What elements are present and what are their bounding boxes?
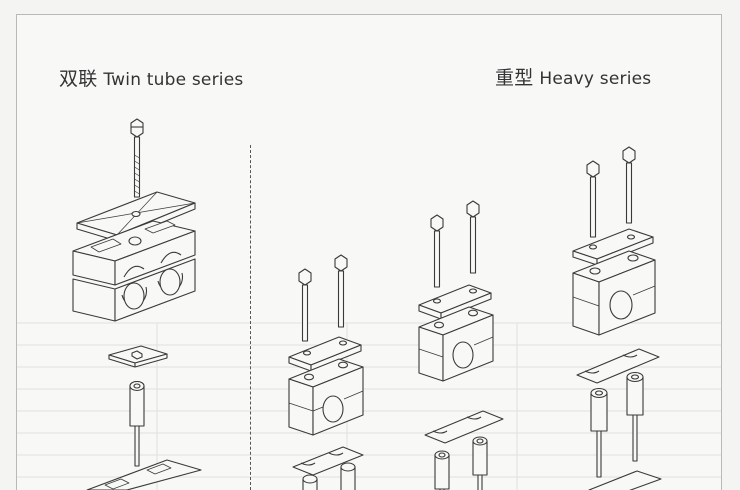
twin-stud (129, 380, 145, 467)
heavy-medium-bolt-right (466, 200, 480, 274)
heavy-clamp-small (288, 254, 364, 490)
twin-bolt (130, 118, 144, 198)
heavy-series-title-en: Heavy series (539, 69, 652, 89)
section-divider (250, 145, 251, 490)
heavy-small-weld-plate (292, 446, 364, 476)
twin-series-title-cn: 双联 (59, 68, 98, 90)
heavy-large-bolt-right (622, 146, 636, 224)
heavy-medium-bolt-left (430, 214, 444, 288)
heavy-large-lower-block (588, 470, 662, 490)
heavy-large-studs (590, 371, 644, 478)
heavy-medium-cover (418, 284, 492, 320)
twin-bottom-block (72, 258, 196, 322)
heavy-small-bolt-left (298, 268, 312, 342)
heavy-large-bolt-left (586, 160, 600, 238)
heavy-medium-studs (434, 436, 488, 490)
clamp-drawings (72, 118, 662, 490)
twin-series-title-en: Twin tube series (103, 70, 244, 90)
heavy-medium-weld-plate (424, 410, 504, 444)
heavy-series-title-cn: 重型 (495, 67, 534, 89)
heavy-small-block (288, 358, 364, 436)
heavy-large-block (572, 250, 656, 336)
heavy-small-bolt-right (334, 254, 348, 328)
twin-lower-block (86, 459, 202, 490)
heavy-clamp-large (572, 146, 662, 490)
twin-clamp-assembly (72, 118, 202, 490)
heavy-medium-block (418, 306, 494, 382)
heavy-large-weld-plate (576, 348, 660, 384)
twin-weld-plate (108, 345, 168, 368)
heavy-clamp-medium (418, 200, 504, 490)
heavy-small-studs (302, 462, 356, 490)
twin-top-block (72, 220, 196, 286)
